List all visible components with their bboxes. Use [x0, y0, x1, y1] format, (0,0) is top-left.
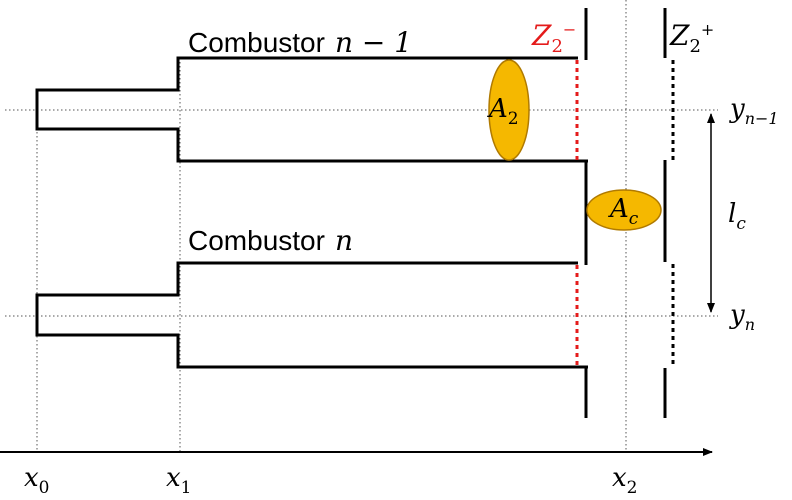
combustor-upper-outline	[35, 56, 588, 163]
ac-area-ellipse	[586, 189, 662, 231]
x0-label: x0	[24, 463, 50, 498]
combustor-lower-outline	[35, 261, 588, 369]
y-upper-label: yn−1	[729, 94, 779, 128]
z2-plus-label: Z2+	[669, 19, 714, 57]
x2-label: x2	[612, 463, 638, 498]
z2-minus-label: Z2−	[531, 19, 576, 57]
a2-area-ellipse	[488, 59, 530, 161]
y-lower-label: yn	[729, 300, 755, 334]
x1-label: x1	[166, 463, 192, 498]
ac-label: Ac	[608, 194, 639, 229]
a2-label: A2	[487, 94, 519, 129]
lc-label: lc	[728, 199, 746, 234]
